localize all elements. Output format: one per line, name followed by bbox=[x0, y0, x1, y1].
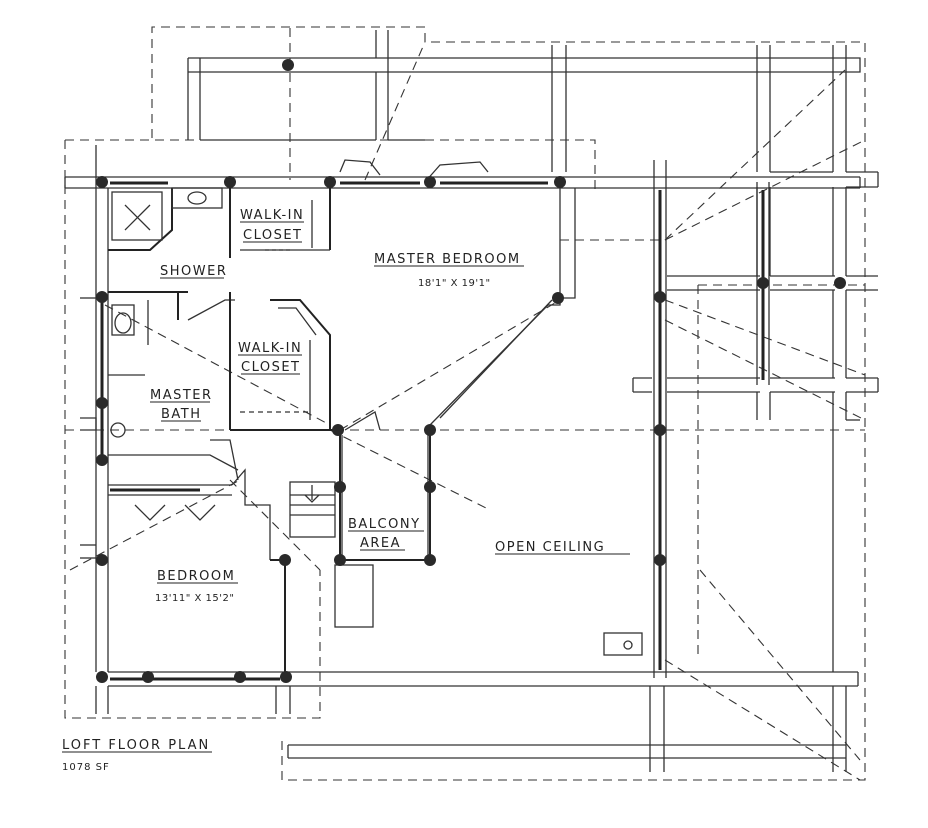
posts bbox=[96, 59, 846, 683]
room-label-master-bath: MASTER BATH bbox=[150, 388, 213, 422]
room-label-master-bedroom: MASTER BEDROOM 18'1" X 19'1" bbox=[374, 252, 524, 289]
open-ceiling-name: OPEN CEILING bbox=[495, 540, 605, 555]
room-label-shower: SHOWER bbox=[160, 264, 227, 279]
balcony-line2: AREA bbox=[360, 536, 401, 551]
master-bedroom-size: 18'1" X 19'1" bbox=[418, 278, 491, 289]
shower-name: SHOWER bbox=[160, 264, 227, 279]
loft-walls bbox=[64, 145, 861, 681]
dashed-outlines bbox=[64, 26, 866, 781]
lower-frame bbox=[95, 30, 879, 772]
closet-upper-line2: CLOSET bbox=[243, 228, 303, 243]
closet-upper-line1: WALK-IN bbox=[240, 208, 304, 223]
closet-lower-line2: CLOSET bbox=[241, 360, 301, 375]
master-bath-line2: BATH bbox=[161, 407, 202, 422]
room-label-walk-in-closet-upper: WALK-IN CLOSET bbox=[240, 208, 304, 243]
master-bedroom-name: MASTER BEDROOM bbox=[374, 252, 521, 267]
bedroom-size: 13'11" X 15'2" bbox=[155, 593, 234, 604]
master-bath-line1: MASTER bbox=[150, 388, 213, 403]
plan-title: LOFT FLOOR PLAN 1078 SF bbox=[62, 738, 212, 773]
room-label-bedroom: BEDROOM 13'11" X 15'2" bbox=[155, 569, 238, 604]
room-label-open-ceiling: OPEN CEILING bbox=[495, 540, 630, 555]
room-label-balcony: BALCONY AREA bbox=[348, 517, 424, 551]
bedroom-name: BEDROOM bbox=[157, 569, 235, 584]
closet-lower-line1: WALK-IN bbox=[238, 341, 302, 356]
balcony-line1: BALCONY bbox=[348, 517, 421, 532]
plan-title-text: LOFT FLOOR PLAN bbox=[62, 738, 210, 753]
room-label-walk-in-closet-lower: WALK-IN CLOSET bbox=[238, 341, 302, 375]
plan-area: 1078 SF bbox=[62, 762, 110, 773]
